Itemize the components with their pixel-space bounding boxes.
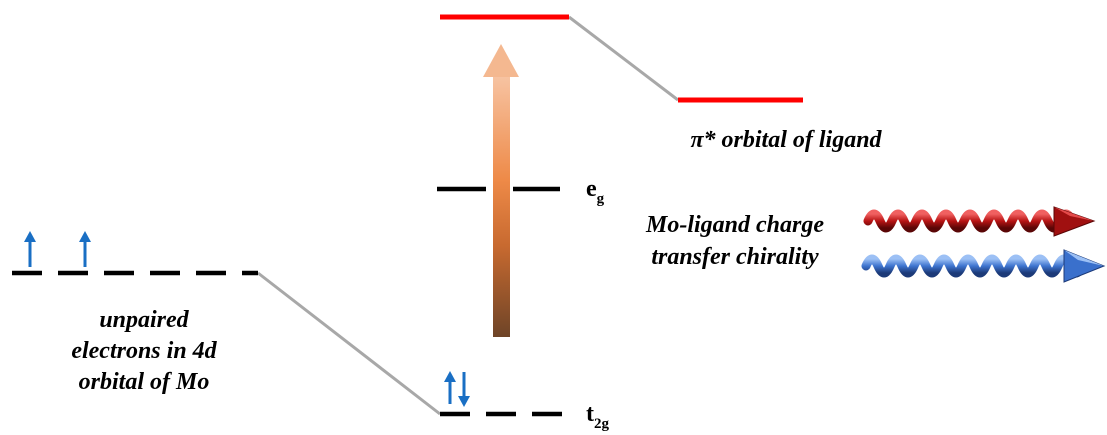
t2g-label-sub: 2g: [594, 416, 610, 432]
eg-label-main: e: [586, 176, 597, 202]
connector-eg-to-pi: [568, 15, 679, 102]
mo-label-line3: orbital of Mo: [79, 369, 210, 395]
mo-4d-level: [12, 231, 258, 276]
eg-label-sub: g: [597, 191, 605, 207]
arrow-up-icon: [79, 231, 91, 267]
t2g-level: [440, 371, 566, 417]
mo-label-line1: unpaired: [99, 307, 189, 333]
arrow-up-icon: [24, 231, 36, 267]
blue-helix-arrow-icon: [861, 249, 1106, 283]
mo-label-line2: electrons in 4d: [71, 338, 217, 364]
connector-mo-to-t2g: [257, 271, 441, 416]
eg-label: eg: [586, 176, 605, 207]
red-helix-arrow-icon: [863, 206, 1096, 237]
connector-lines: [257, 15, 679, 416]
chirality-label-line1: Mo-ligand charge: [645, 212, 824, 238]
arrow-up-icon: [444, 371, 456, 404]
t2g-label-main: t: [586, 401, 594, 427]
excitation-arrow: [483, 44, 519, 337]
pi-star-label: π* orbital of ligand: [690, 127, 882, 153]
t2g-label: t2g: [586, 401, 610, 432]
chirality-label-line2: transfer chirality: [651, 244, 819, 270]
arrow-down-icon: [458, 372, 470, 407]
